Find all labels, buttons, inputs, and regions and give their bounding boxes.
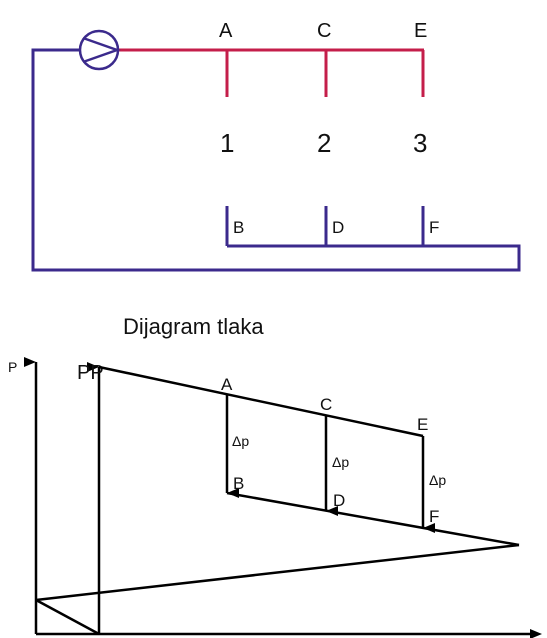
consumer-label-1: 1 [220,128,234,158]
return-pipe-loop [31,48,521,272]
node-label-e: E [414,20,427,42]
x-axis-arrowhead [530,629,542,638]
delta-p-label-ab: Δp [232,433,249,449]
pressure-diagram-title: Dijagram tlaka [123,314,264,339]
piping-schematic: A C E 1 2 3 B D F [31,20,521,272]
supply-pressure-line [98,365,424,438]
y-axis-label: P [8,359,17,375]
suction-line [35,598,100,636]
consumer-label-2: 2 [317,128,331,158]
point-label-c: C [320,395,332,414]
node-label-d: D [332,218,344,237]
node-label-c: C [317,20,331,42]
return-to-pump-line [35,543,520,602]
point-label-d: D [333,491,345,510]
point-label-f: F [429,507,439,526]
return-pressure-line [226,491,520,547]
point-label-a: A [221,375,233,394]
consumer-label-3: 3 [413,128,427,158]
node-label-a: A [219,20,233,42]
pump-icon [78,29,121,71]
delta-p-label-ef: Δp [429,472,446,488]
node-label-f: F [429,218,439,237]
point-label-b: B [233,474,244,493]
pressure-diagram: Dijagram tlaka P PP A C E B D F Δp Δp Δp [8,314,542,638]
point-label-e: E [417,415,428,434]
pump-pressure-label: PP [77,362,104,384]
delta-p-label-cd: Δp [332,454,349,470]
node-label-b: B [233,218,244,237]
